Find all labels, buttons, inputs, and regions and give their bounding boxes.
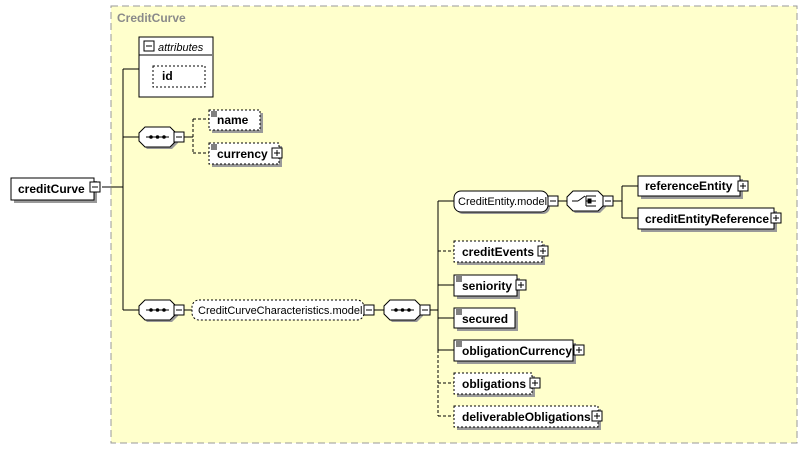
group-credit-entity[interactable]: CreditEntity.model	[453, 190, 559, 214]
group-credit-curve-characteristics[interactable]: CreditCurveCharacteristics.model	[191, 299, 375, 321]
group-credit-curve-characteristics-label: CreditCurveCharacteristics.model	[198, 305, 362, 317]
element-secured-label: secured	[462, 312, 508, 326]
element-name[interactable]: name	[208, 109, 263, 133]
attributes-collapse-icon[interactable]	[143, 40, 155, 52]
sequence-compositor-inner[interactable]	[138, 126, 185, 149]
text-content-icon	[211, 111, 217, 117]
choice-switch-icon	[572, 195, 596, 207]
obligation-currency-expand-icon[interactable]	[573, 344, 585, 356]
currency-expand-icon[interactable]	[271, 147, 283, 159]
root-collapse-icon[interactable]	[89, 181, 101, 193]
sequence-outer-collapse-icon[interactable]	[173, 304, 185, 316]
attribute-id[interactable]	[152, 65, 206, 88]
credit-entity-collapse-icon[interactable]	[547, 195, 559, 207]
text-content-icon	[456, 341, 462, 347]
element-seniority-label: seniority	[462, 279, 512, 293]
sequence-compositor-characteristics[interactable]	[383, 299, 431, 322]
root-element[interactable]: creditCurve	[10, 177, 101, 203]
connector-lines	[102, 68, 638, 417]
element-seniority[interactable]: seniority	[453, 274, 527, 299]
element-secured[interactable]: secured	[453, 307, 518, 331]
element-deliverable-obligations[interactable]: deliverableObligations	[453, 405, 603, 430]
element-deliverable-obligations-label: deliverableObligations	[462, 410, 591, 424]
element-currency-label: currency	[217, 147, 268, 161]
element-credit-entity-reference[interactable]: creditEntityReference	[637, 207, 782, 232]
sequence-inner-collapse-icon[interactable]	[173, 131, 185, 143]
element-obligations-label: obligations	[462, 377, 526, 391]
choice-collapse-icon[interactable]	[602, 195, 614, 207]
choice-compositor[interactable]	[566, 190, 614, 213]
attributes-box: attributes id	[138, 36, 214, 98]
element-reference-entity-label: referenceEntity	[645, 179, 733, 193]
element-credit-events[interactable]: creditEvents	[453, 240, 549, 265]
credit-entity-reference-expand-icon[interactable]	[770, 212, 782, 224]
element-credit-entity-reference-label: creditEntityReference	[645, 212, 769, 226]
attributes-header: attributes	[158, 42, 204, 54]
element-obligation-currency-label: obligationCurrency	[462, 344, 572, 358]
text-content-icon	[211, 144, 217, 150]
sequence-characteristics-collapse-icon[interactable]	[419, 304, 431, 316]
reference-entity-expand-icon[interactable]	[737, 180, 749, 192]
root-element-label: creditCurve	[18, 182, 85, 196]
element-obligations[interactable]: obligations	[453, 372, 541, 397]
complex-type-title: CreditCurve	[117, 11, 186, 25]
group-collapse-icon[interactable]	[363, 304, 375, 316]
element-currency[interactable]: currency	[208, 142, 283, 167]
deliverable-obligations-expand-icon[interactable]	[591, 410, 603, 422]
text-content-icon	[456, 309, 462, 315]
credit-events-expand-icon[interactable]	[537, 245, 549, 257]
seniority-expand-icon[interactable]	[515, 279, 527, 291]
element-name-label: name	[217, 113, 249, 127]
sequence-compositor-outer[interactable]	[138, 299, 185, 322]
obligations-expand-icon[interactable]	[529, 377, 541, 389]
element-credit-events-label: creditEvents	[462, 245, 534, 259]
attribute-id-label: id	[162, 69, 173, 83]
group-credit-entity-label: CreditEntity.model	[458, 196, 547, 208]
text-content-icon	[456, 276, 462, 282]
element-reference-entity[interactable]: referenceEntity	[637, 175, 749, 199]
element-obligation-currency[interactable]: obligationCurrency	[453, 339, 585, 364]
